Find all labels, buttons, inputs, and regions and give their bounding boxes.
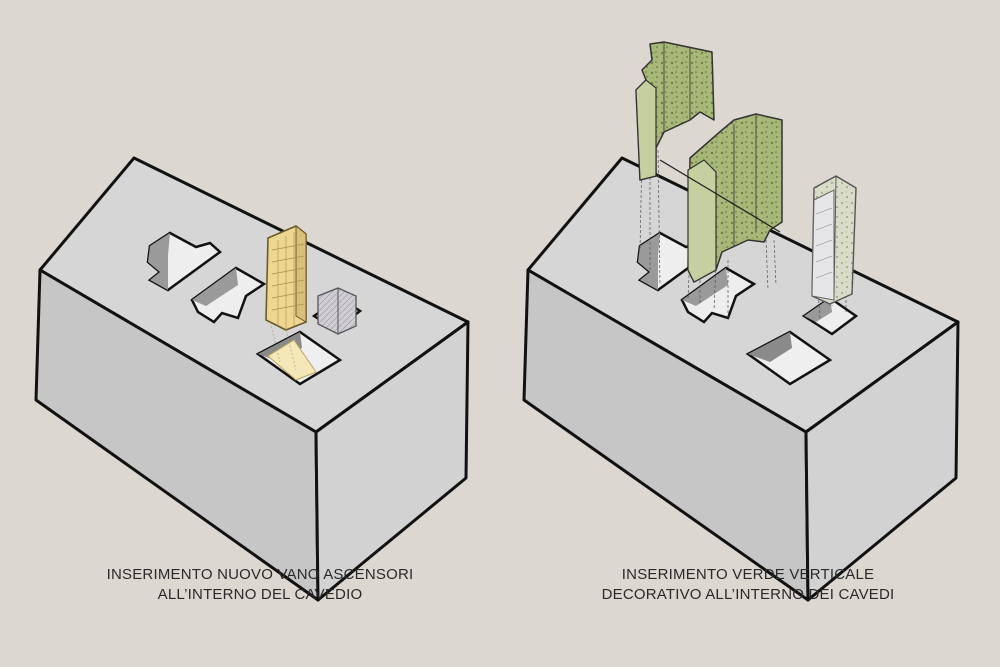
green-wall-2 bbox=[659, 113, 783, 283]
caption-left-line2: ALL’INTERNO DEL CAVEDIO bbox=[157, 586, 363, 603]
caption-left: INSERIMENTO NUOVO VANO ASCENSORI ALL’INT… bbox=[50, 565, 470, 605]
green-wall-3 bbox=[811, 175, 857, 305]
existing-small-volume bbox=[317, 287, 357, 335]
elevator-shaft bbox=[265, 224, 307, 371]
caption-right-line1: INSERIMENTO VERDE VERTICALE bbox=[621, 566, 875, 583]
right-block bbox=[522, 41, 960, 602]
caption-right: INSERIMENTO VERDE VERTICALE DECORATIVO A… bbox=[538, 565, 958, 605]
right-block-side-face bbox=[804, 320, 960, 602]
caption-right-line2: DECORATIVO ALL’INTERNO DEI CAVEDI bbox=[601, 586, 895, 603]
caption-left-line1: INSERIMENTO NUOVO VANO ASCENSORI bbox=[106, 566, 414, 583]
green-wall-1 bbox=[635, 41, 715, 181]
left-block-side-face bbox=[314, 320, 470, 602]
left-cavedio-2 bbox=[190, 266, 267, 324]
left-block bbox=[34, 156, 470, 602]
